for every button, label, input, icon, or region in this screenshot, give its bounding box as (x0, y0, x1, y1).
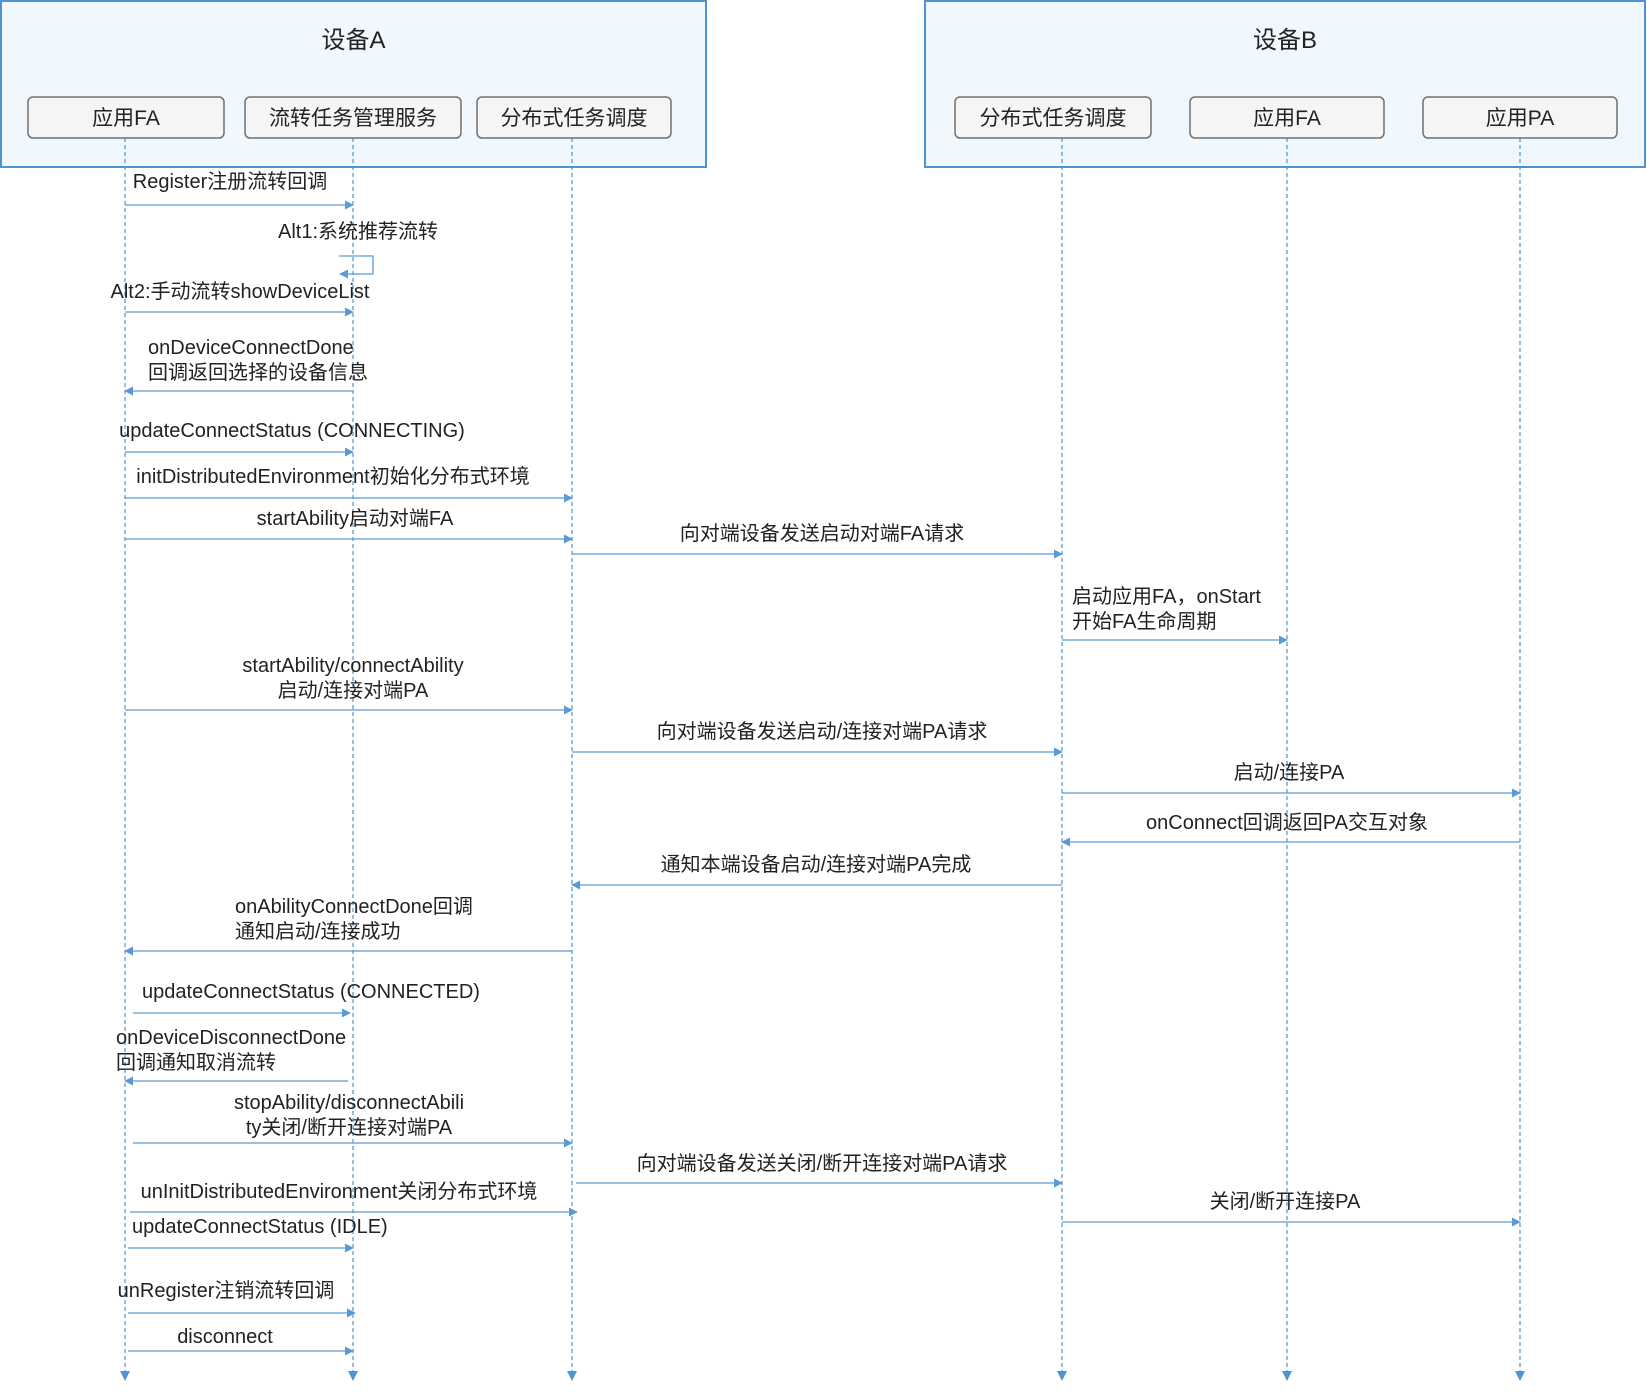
message-label: initDistributedEnvironment初始化分布式环境 (136, 465, 529, 488)
participant-label: 应用FA (1253, 107, 1321, 130)
message-label: stopAbility/disconnectAbili (234, 1092, 464, 1114)
message-label: onDeviceDisconnectDone (116, 1027, 346, 1049)
message-3: Alt2:手动流转showDeviceList (111, 280, 370, 317)
message-label: unRegister注销流转回调 (118, 1279, 335, 1302)
message-5: updateConnectStatus (CONNECTING) (119, 420, 465, 457)
message-label: Register注册流转回调 (133, 170, 327, 193)
device-group-title: 设备A (321, 27, 385, 54)
message-label: disconnect (177, 1326, 273, 1348)
message-14: 通知本端设备启动/连接对端PA完成 (571, 853, 1062, 890)
message-24: disconnect (128, 1326, 354, 1356)
message-label: unInitDistributedEnvironment关闭分布式环境 (141, 1180, 538, 1203)
message-16: updateConnectStatus (CONNECTED) (133, 981, 480, 1018)
participant-label: 分布式任务调度 (980, 107, 1127, 130)
participant-label: 应用PA (1486, 107, 1554, 130)
message-label: 关闭/断开连接PA (1210, 1190, 1361, 1213)
message-label: 启动/连接对端PA (278, 679, 429, 702)
message-7: startAbility启动对端FA (125, 507, 573, 544)
participant-label: 应用FA (92, 107, 160, 130)
participant-box (1189, 96, 1385, 139)
message-label: Alt1:系统推荐流转 (278, 220, 438, 243)
message-label: updateConnectStatus (CONNECTED) (142, 981, 480, 1003)
participant-label: 流转任务管理服务 (269, 107, 437, 130)
message-label: 启动应用FA，onStart (1072, 585, 1261, 608)
message-label: startAbility/connectAbility (242, 655, 463, 677)
message-13: onConnect回调返回PA交互对象 (1061, 811, 1520, 847)
message-label: updateConnectStatus (CONNECTING) (119, 420, 465, 442)
message-label: onDeviceConnectDone (148, 337, 354, 359)
message-label: updateConnectStatus (IDLE) (132, 1216, 388, 1238)
message-arrow (339, 255, 374, 279)
message-1: Register注册流转回调 (125, 170, 354, 210)
participant-label: 分布式任务调度 (501, 107, 648, 130)
message-12: 启动/连接PA (1062, 761, 1521, 798)
message-label: 启动/连接PA (1234, 761, 1345, 784)
message-label: ty关闭/断开连接对端PA (246, 1116, 453, 1139)
device-group-b: 设备B (924, 0, 1646, 168)
participant-faB: 应用FA (1189, 96, 1385, 139)
message-label: 回调返回选择的设备信息 (148, 361, 368, 384)
message-label: startAbility启动对端FA (257, 507, 454, 530)
device-group-title: 设备B (1253, 27, 1317, 54)
participant-paB: 应用PA (1422, 96, 1618, 139)
message-22: updateConnectStatus (IDLE) (128, 1216, 388, 1253)
participant-svc: 流转任务管理服务 (244, 96, 462, 139)
message-19: 向对端设备发送关闭/断开连接对端PA请求 (576, 1152, 1063, 1188)
message-20: unInitDistributedEnvironment关闭分布式环境 (130, 1180, 578, 1217)
participant-dmsB: 分布式任务调度 (954, 96, 1152, 139)
participant-box (27, 96, 225, 139)
message-label: 向对端设备发送关闭/断开连接对端PA请求 (637, 1152, 1008, 1175)
participant-box (244, 96, 462, 139)
message-23: unRegister注销流转回调 (118, 1279, 356, 1318)
message-label: 回调通知取消流转 (116, 1051, 276, 1074)
participant-box (1422, 96, 1618, 139)
participant-faA: 应用FA (27, 96, 225, 139)
message-label: 向对端设备发送启动对端FA请求 (680, 522, 964, 545)
device-group-frame (924, 0, 1646, 168)
message-6: initDistributedEnvironment初始化分布式环境 (125, 465, 573, 503)
message-label: 通知本端设备启动/连接对端PA完成 (661, 853, 972, 876)
participant-box (476, 96, 672, 139)
message-label: 向对端设备发送启动/连接对端PA请求 (657, 720, 988, 743)
message-label: onAbilityConnectDone回调 (235, 895, 473, 918)
device-group-frame (0, 0, 707, 168)
message-21: 关闭/断开连接PA (1062, 1190, 1521, 1227)
message-label: 开始FA生命周期 (1072, 610, 1216, 633)
participant-box (954, 96, 1152, 139)
message-11: 向对端设备发送启动/连接对端PA请求 (572, 720, 1063, 757)
device-group-a: 设备A (0, 0, 707, 168)
message-label: onConnect回调返回PA交互对象 (1146, 811, 1428, 834)
participant-dmsA: 分布式任务调度 (476, 96, 672, 139)
message-label: 通知启动/连接成功 (235, 920, 401, 943)
message-2: Alt1:系统推荐流转 (278, 220, 438, 279)
message-label: Alt2:手动流转showDeviceList (111, 280, 370, 303)
message-8: 向对端设备发送启动对端FA请求 (572, 522, 1063, 559)
